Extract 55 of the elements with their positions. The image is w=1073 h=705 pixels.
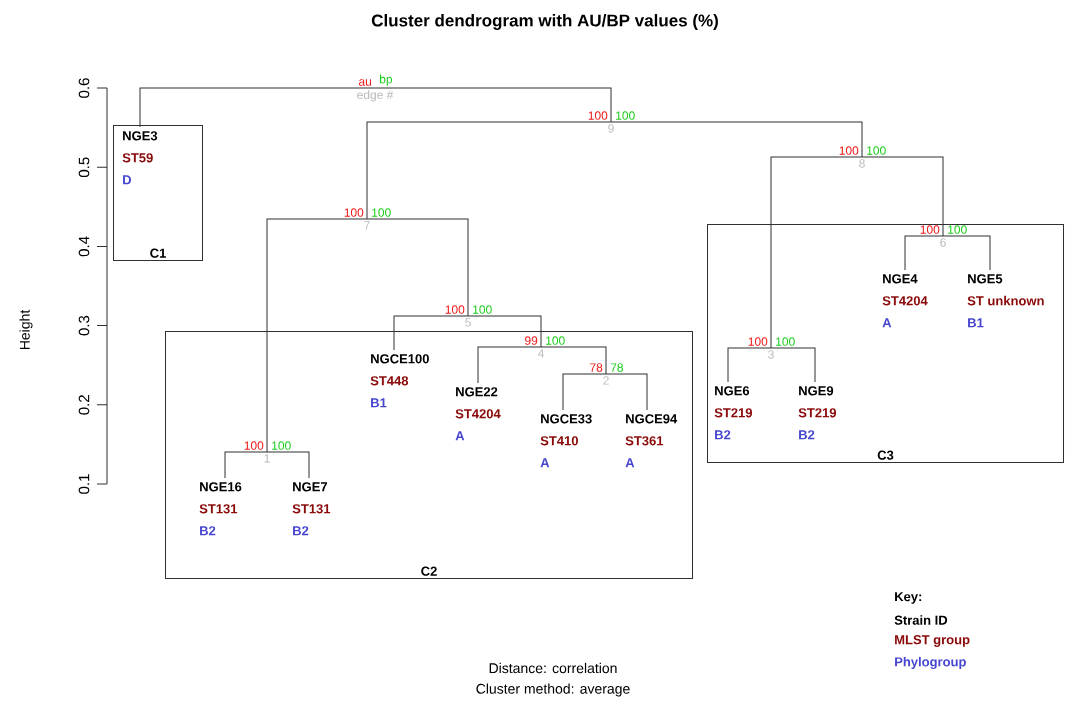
leaf-label: NGE3 ST59 D bbox=[122, 131, 158, 185]
branch-line bbox=[266, 451, 310, 479]
branch-line bbox=[366, 121, 612, 220]
leaf-label: NGE4 ST4204 A bbox=[882, 274, 928, 328]
key-entry: Phylogroup bbox=[895, 656, 966, 670]
tick-label: 0.5 bbox=[78, 157, 90, 178]
support-values: 100 100 8 bbox=[839, 146, 886, 168]
leaf-label: NGCE33 ST410 A bbox=[540, 414, 592, 468]
tick-label: 0.3 bbox=[78, 315, 90, 336]
axis-note: Cluster method: average bbox=[476, 683, 630, 697]
leaf-label: NGE9 ST219 B2 bbox=[798, 386, 836, 440]
branch-line bbox=[942, 235, 991, 271]
leaf-label: NGE22 ST4204 A bbox=[455, 387, 501, 441]
branch-line bbox=[467, 315, 542, 348]
support-values: 100 100 1 bbox=[244, 441, 291, 463]
leaf-label: NGE16 ST131 B2 bbox=[199, 482, 242, 536]
axis-title: Height bbox=[19, 309, 33, 350]
branch-line bbox=[224, 451, 268, 479]
branch-line bbox=[266, 218, 368, 453]
support-values: 100 100 9 bbox=[588, 111, 635, 133]
tick-label: 0.6 bbox=[78, 78, 90, 98]
tick-label: 0.1 bbox=[78, 474, 90, 494]
branch-line bbox=[727, 347, 772, 383]
chart-title: Cluster dendrogram with AU/BP values (%) bbox=[371, 14, 718, 30]
branch-line bbox=[770, 347, 816, 383]
support-values: 99 100 4 bbox=[525, 336, 565, 358]
branch-line bbox=[393, 315, 469, 351]
branch-line bbox=[139, 87, 376, 128]
support-values: 78 78 2 bbox=[590, 363, 624, 385]
branch-line bbox=[374, 87, 612, 123]
tick-label: 0.2 bbox=[78, 395, 90, 415]
key-entry: MLST group bbox=[895, 635, 970, 647]
tick-label: 0.4 bbox=[78, 236, 90, 257]
branch-line bbox=[605, 373, 648, 411]
leaf-label: NGE7 ST131 B2 bbox=[292, 482, 331, 536]
support-values: 100 100 7 bbox=[344, 208, 391, 230]
leaf-label: NGE6 ST219 B2 bbox=[714, 386, 752, 440]
branch-line bbox=[562, 373, 607, 411]
key-entry: Strain ID bbox=[894, 615, 948, 625]
key-heading: Key: bbox=[895, 592, 922, 604]
leaf-label: NGCE100 ST448 B1 bbox=[370, 354, 429, 408]
branch-line bbox=[477, 346, 542, 384]
leaf-label: NGE5 ST unknown B1 bbox=[967, 274, 1044, 328]
branch-line bbox=[366, 218, 469, 317]
axis-note: Distance: correlation bbox=[489, 662, 617, 674]
support-values: 100 100 3 bbox=[748, 337, 795, 359]
leaf-label: NGCE94 ST361 A bbox=[625, 414, 678, 468]
branch-line bbox=[861, 156, 944, 237]
support-values: 100 100 6 bbox=[920, 225, 967, 247]
support-values: 100 100 5 bbox=[445, 305, 492, 327]
branch-line bbox=[540, 346, 607, 375]
branch-line bbox=[904, 235, 944, 271]
support-values: au bp edge # bbox=[357, 74, 394, 102]
branch-line bbox=[610, 121, 863, 158]
branch-line bbox=[770, 156, 863, 349]
